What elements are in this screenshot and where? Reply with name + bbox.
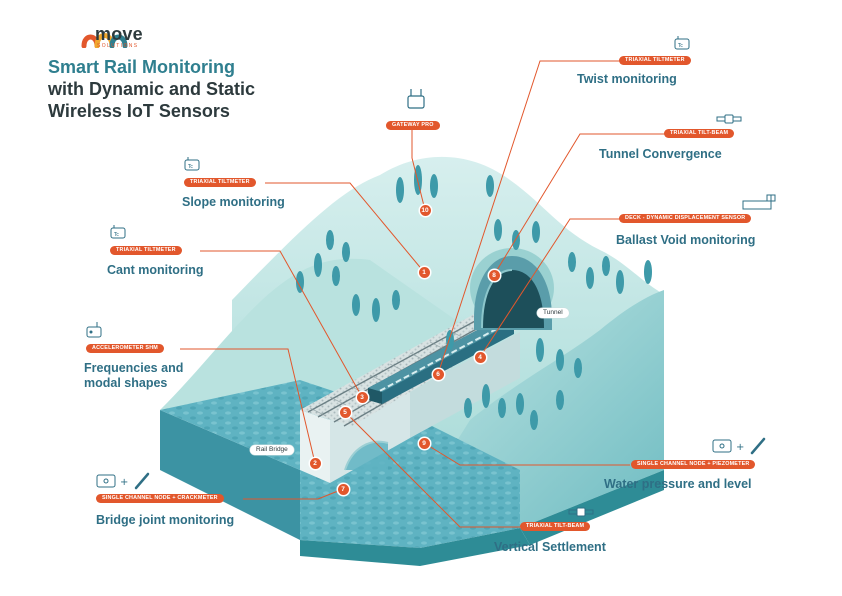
- label-tunnel-convergence: Tunnel Convergence: [599, 147, 722, 161]
- tiltmeter-icon: Tc: [674, 36, 690, 50]
- tilt-beam-icon: [716, 114, 742, 124]
- sensor-pin-5: 5: [339, 406, 351, 418]
- label-frequencies-line-1: Frequencies and: [84, 361, 184, 375]
- sensor-pin-9: 9: [418, 437, 430, 449]
- deck-sensor-icon: [742, 194, 776, 210]
- title-line-2: with Dynamic and Static: [48, 79, 256, 99]
- bridge-arch: [345, 441, 388, 470]
- sensor-pin-10: 10: [419, 204, 431, 216]
- label-water-pressure-level: Water pressure and level: [604, 477, 752, 491]
- label-frequencies-modal-shapes: Frequencies and modal shapes: [84, 361, 183, 391]
- svg-text:Tc: Tc: [187, 164, 193, 170]
- label-bridge-joint-monitoring: Bridge joint monitoring: [96, 513, 235, 527]
- title-line-1: Smart Rail Monitoring: [48, 57, 236, 77]
- label-vertical-settlement: Vertical Settlement: [494, 540, 606, 554]
- sensor-tag-frequencies: ACCELEROMETER SHM: [86, 344, 164, 353]
- sensor-tag-joint: SINGLE CHANNEL NODE + CRACKMETER: [96, 494, 224, 503]
- river: [160, 410, 300, 540]
- gateway-icon: [407, 89, 425, 109]
- bridge-front: [300, 410, 330, 483]
- tilt-beam-icon: [568, 507, 594, 517]
- label-frequencies-line-2: modal shapes: [84, 376, 168, 390]
- sensor-tag-water: SINGLE CHANNEL NODE + PIEZOMETER: [631, 460, 756, 469]
- sensor-tag-twist: TRIAXIAL TILTMETER: [619, 56, 691, 65]
- trees: [296, 165, 652, 430]
- sensor-pin-3: 3: [356, 391, 368, 403]
- sensor-pin-1: 1: [418, 266, 430, 278]
- leader-lines: [180, 60, 670, 528]
- sensor-pin-4: 4: [474, 351, 486, 363]
- sensor-tag-ballast: DECK - DYNAMIC DISPLACEMENT SENSOR: [619, 214, 752, 223]
- page-title: Smart Rail Monitoring with Dynamic and S…: [48, 56, 255, 122]
- sensor-tag-settlement: TRIAXIAL TILT-BEAM: [520, 522, 591, 531]
- label-twist-monitoring: Twist monitoring: [577, 72, 677, 86]
- svg-text:+: +: [120, 477, 128, 488]
- tiltmeter-icon: Tc: [184, 157, 200, 171]
- tunnel-portal: [470, 248, 554, 330]
- brand-name: move: [95, 24, 143, 44]
- title-line-3: Wireless IoT Sensors: [48, 101, 230, 121]
- svg-text:+: +: [736, 442, 744, 453]
- label-cant-monitoring: Cant monitoring: [107, 263, 204, 277]
- sensor-tag-gateway: GATEWAY PRO: [386, 121, 440, 130]
- node-crackmeter-icon: +: [96, 472, 150, 490]
- sensor-tag-tunnel: TRIAXIAL TILT-BEAM: [664, 129, 735, 138]
- place-label-tunnel: Tunnel: [537, 308, 569, 318]
- accelerometer-icon: [86, 322, 102, 338]
- svg-text:Tc: Tc: [677, 43, 683, 49]
- place-label-rail-bridge: Rail Bridge: [250, 445, 294, 455]
- svg-text:Tc: Tc: [113, 232, 119, 238]
- label-ballast-void-monitoring: Ballast Void monitoring: [616, 233, 756, 247]
- train: [368, 318, 514, 404]
- sensor-pin-8: 8: [488, 269, 500, 281]
- sensor-pin-7: 7: [337, 483, 349, 495]
- sensor-pin-2: 2: [309, 457, 321, 469]
- move-logo-icon: [81, 33, 128, 48]
- tiltmeter-icon: Tc: [110, 225, 126, 239]
- sensor-tag-slope: TRIAXIAL TILTMETER: [184, 178, 256, 187]
- sensor-pin-6: 6: [432, 368, 444, 380]
- brand-tagline: SOLUTIONS: [97, 43, 139, 49]
- label-slope-monitoring: Slope monitoring: [182, 195, 285, 209]
- node-piezometer-icon: +: [712, 437, 766, 455]
- sensor-tag-cant: TRIAXIAL TILTMETER: [110, 246, 182, 255]
